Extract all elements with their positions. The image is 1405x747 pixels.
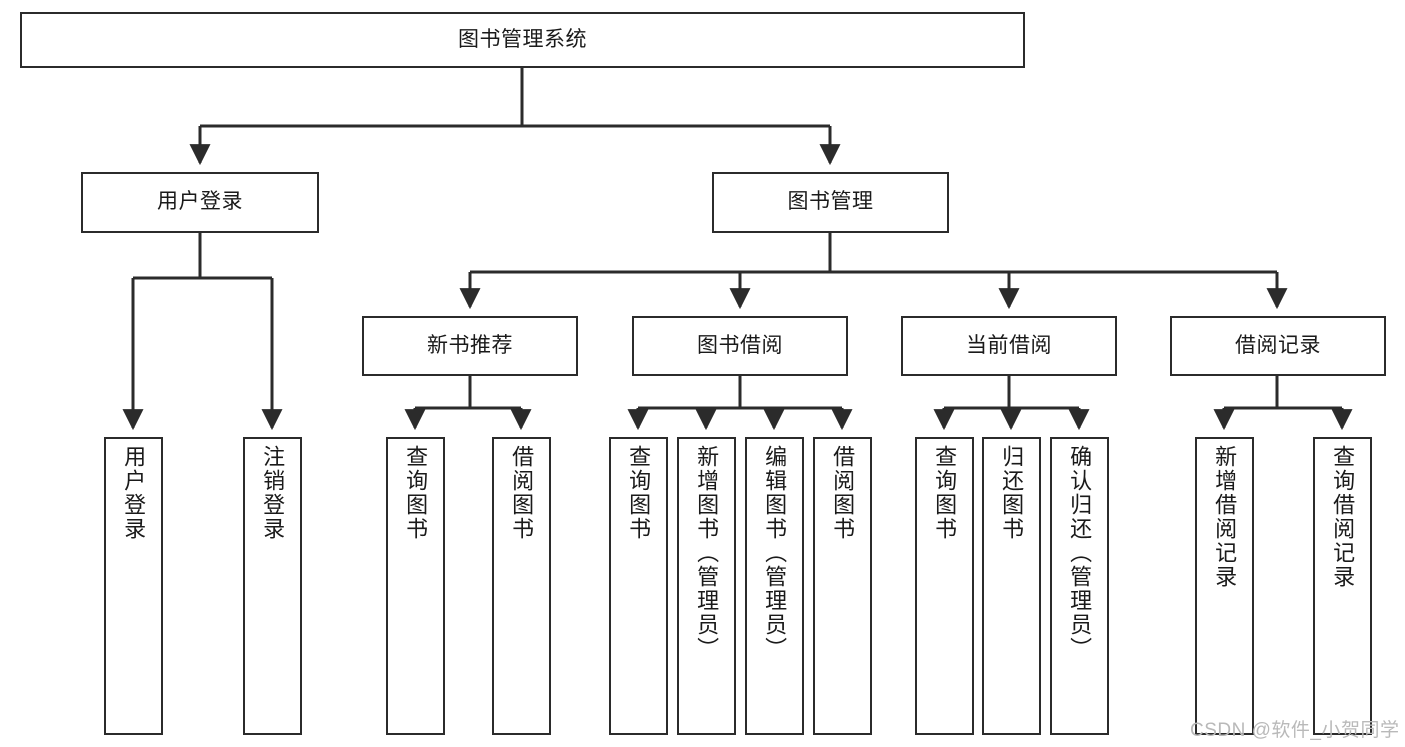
leaf-logout[interactable]: 注销登录	[243, 437, 302, 735]
leaf-user-login-label: 用户登录	[121, 445, 147, 541]
node-book-management-label: 图书管理	[787, 190, 874, 214]
leaf-query-book-1[interactable]: 查询图书	[386, 437, 445, 735]
leaf-query-book-3[interactable]: 查询图书	[915, 437, 974, 735]
leaf-borrow-book-1[interactable]: 借阅图书	[492, 437, 551, 735]
leaf-add-book[interactable]: 新增图书（管理员）	[677, 437, 736, 735]
leaf-logout-label: 注销登录	[260, 445, 286, 541]
node-borrow-records[interactable]: 借阅记录	[1170, 316, 1386, 376]
leaf-borrow-book-2[interactable]: 借阅图书	[813, 437, 872, 735]
node-book-borrow-label: 图书借阅	[697, 333, 783, 357]
leaf-add-book-label: 新增图书（管理员）	[694, 445, 720, 661]
leaf-return-book-label: 归还图书	[999, 445, 1025, 541]
node-current-borrow-label: 当前借阅	[966, 333, 1052, 357]
leaf-query-book-3-label: 查询图书	[932, 445, 958, 541]
leaf-query-book-2-label: 查询图书	[626, 445, 652, 541]
node-root-system-label: 图书管理系统	[458, 27, 587, 51]
leaf-add-record[interactable]: 新增借阅记录	[1195, 437, 1254, 735]
leaf-query-record-label: 查询借阅记录	[1330, 445, 1356, 589]
csdn-watermark: CSDN @软件_小贺同学	[1190, 720, 1400, 741]
leaf-query-book-2[interactable]: 查询图书	[609, 437, 668, 735]
node-new-book-recommend[interactable]: 新书推荐	[362, 316, 578, 376]
node-user-login-label: 用户登录	[157, 190, 243, 214]
leaf-add-record-label: 新增借阅记录	[1212, 445, 1238, 589]
node-book-borrow[interactable]: 图书借阅	[632, 316, 848, 376]
node-user-login[interactable]: 用户登录	[81, 172, 319, 233]
leaf-query-record[interactable]: 查询借阅记录	[1313, 437, 1372, 735]
node-current-borrow[interactable]: 当前借阅	[901, 316, 1117, 376]
leaf-query-book-1-label: 查询图书	[403, 445, 429, 541]
node-book-management[interactable]: 图书管理	[712, 172, 949, 233]
leaf-confirm-return[interactable]: 确认归还（管理员）	[1050, 437, 1109, 735]
leaf-borrow-book-1-label: 借阅图书	[509, 445, 535, 541]
leaf-edit-book[interactable]: 编辑图书（管理员）	[745, 437, 804, 735]
node-root-system[interactable]: 图书管理系统	[20, 12, 1025, 68]
leaf-user-login[interactable]: 用户登录	[104, 437, 163, 735]
leaf-borrow-book-2-label: 借阅图书	[830, 445, 856, 541]
node-new-book-recommend-label: 新书推荐	[427, 333, 513, 357]
leaf-edit-book-label: 编辑图书（管理员）	[762, 445, 788, 661]
node-borrow-records-label: 借阅记录	[1235, 333, 1321, 357]
leaf-confirm-return-label: 确认归还（管理员）	[1067, 445, 1093, 661]
leaf-return-book[interactable]: 归还图书	[982, 437, 1041, 735]
